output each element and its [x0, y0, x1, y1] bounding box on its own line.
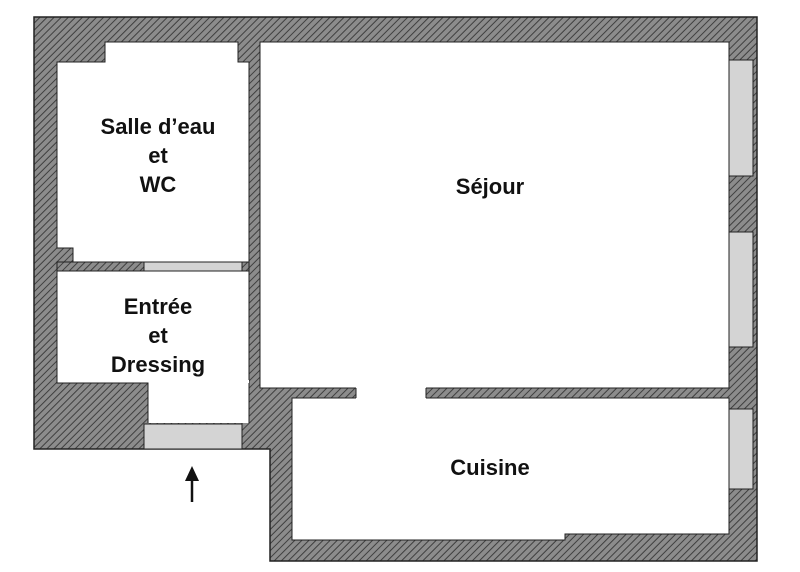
- up-arrow-icon: [185, 466, 199, 502]
- entry-floor: [56, 270, 250, 384]
- living-label: Séjour: [456, 174, 525, 199]
- bathroom-door: [143, 261, 243, 272]
- bathroom-label-line1: Salle d’eau: [101, 114, 216, 139]
- entry-floor-outline: [57, 382, 250, 423]
- window-living-top: [728, 59, 754, 177]
- entry-floor-lower: [148, 380, 249, 423]
- bathroom-label-line2: et: [148, 143, 168, 168]
- entry-label-line1: Entrée: [124, 294, 192, 319]
- front-door: [143, 423, 243, 450]
- window-kitchen: [728, 408, 754, 490]
- bathroom-floor: [56, 41, 250, 263]
- kitchen-floor: [291, 397, 730, 541]
- window-living-bottom: [728, 231, 754, 348]
- entry-label-line2: et: [148, 323, 168, 348]
- living-kitchen-opening: [356, 387, 426, 399]
- entry-label-line3: Dressing: [111, 352, 205, 377]
- bathroom-label-line3: WC: [140, 172, 177, 197]
- living-floor: [259, 41, 730, 389]
- kitchen-label: Cuisine: [450, 455, 529, 480]
